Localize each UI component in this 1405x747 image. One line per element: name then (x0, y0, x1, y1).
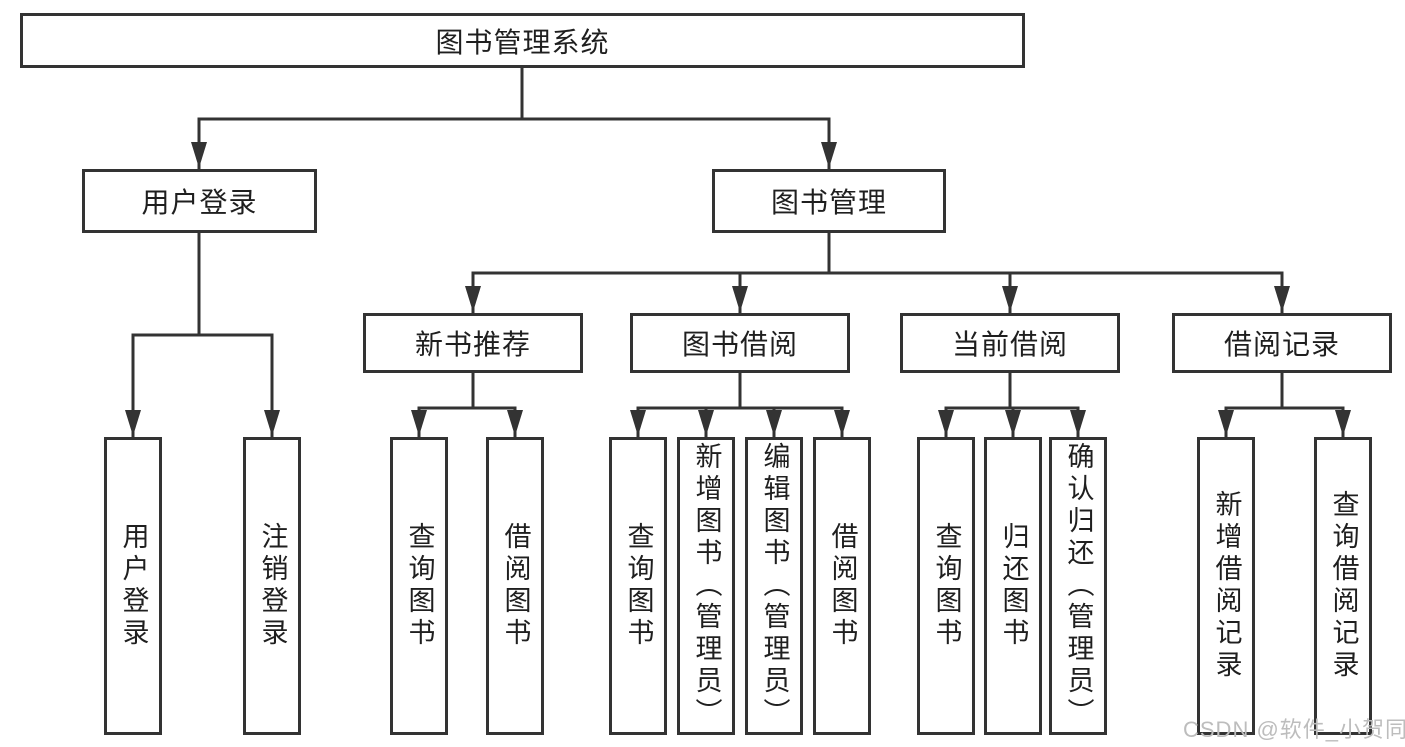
node-user-login: 用户登录 (82, 169, 317, 233)
node-leaf-edit-book-admin-label: 编辑图书（管理员） (759, 442, 790, 730)
node-leaf-borrow-books-2: 借阅图书 (813, 437, 871, 735)
node-root: 图书管理系统 (20, 13, 1025, 68)
node-leaf-add-book-admin-label: 新增图书（管理员） (691, 442, 722, 730)
node-current-borrow-label: 当前借阅 (951, 329, 1068, 360)
node-leaf-query-books-2: 查询图书 (609, 437, 667, 735)
node-leaf-user-login-label: 用户登录 (118, 522, 149, 650)
node-leaf-add-book-admin: 新增图书（管理员） (677, 437, 735, 735)
node-leaf-query-books-2-label: 查询图书 (623, 522, 654, 650)
node-leaf-query-books-3: 查询图书 (917, 437, 975, 735)
node-leaf-return-book-label: 归还图书 (998, 522, 1029, 650)
watermark: CSDN @软件_小贺同学 (1183, 717, 1405, 742)
node-leaf-confirm-return-admin-label: 确认归还（管理员） (1063, 442, 1094, 730)
node-leaf-borrow-books-2-label: 借阅图书 (827, 522, 858, 650)
node-leaf-user-login: 用户登录 (104, 437, 162, 735)
node-leaf-borrow-books-1-label: 借阅图书 (500, 522, 531, 650)
node-book-borrow: 图书借阅 (630, 313, 850, 373)
connectors (125, 66, 1351, 438)
node-new-book-recommend-label: 新书推荐 (414, 329, 531, 360)
node-leaf-logout-label: 注销登录 (257, 522, 288, 650)
node-new-book-recommend: 新书推荐 (363, 313, 583, 373)
node-leaf-edit-book-admin: 编辑图书（管理员） (745, 437, 803, 735)
node-leaf-logout: 注销登录 (243, 437, 301, 735)
node-root-label: 图书管理系统 (435, 26, 610, 58)
node-leaf-query-books-1-label: 查询图书 (404, 522, 435, 650)
node-leaf-confirm-return-admin: 确认归还（管理员） (1049, 437, 1107, 735)
node-leaf-query-books-3-label: 查询图书 (931, 522, 962, 650)
node-user-login-label: 用户登录 (141, 187, 258, 218)
node-book-management: 图书管理 (712, 169, 946, 233)
node-borrow-records: 借阅记录 (1172, 313, 1392, 373)
node-leaf-add-borrow-record: 新增借阅记录 (1197, 437, 1255, 735)
node-leaf-return-book: 归还图书 (984, 437, 1042, 735)
node-leaf-query-books-1: 查询图书 (390, 437, 448, 735)
node-borrow-records-label: 借阅记录 (1223, 329, 1340, 360)
node-current-borrow: 当前借阅 (900, 313, 1120, 373)
node-leaf-add-borrow-record-label: 新增借阅记录 (1211, 490, 1242, 682)
node-book-management-label: 图书管理 (770, 187, 887, 218)
node-leaf-borrow-books-1: 借阅图书 (486, 437, 544, 735)
node-leaf-query-borrow-record-label: 查询借阅记录 (1328, 490, 1359, 682)
node-book-borrow-label: 图书借阅 (681, 329, 798, 360)
node-leaf-query-borrow-record: 查询借阅记录 (1314, 437, 1372, 735)
